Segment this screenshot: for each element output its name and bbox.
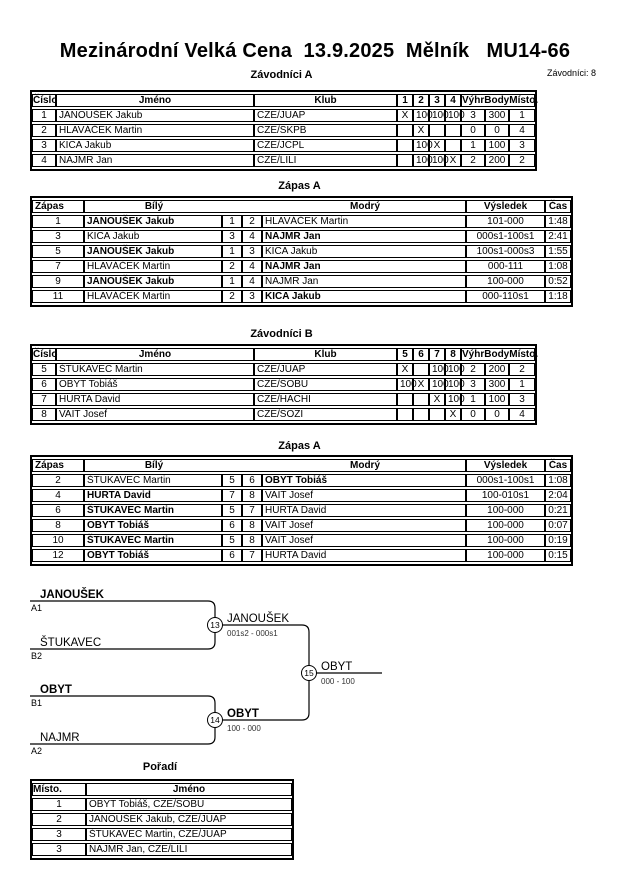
bracket-slot-b1-name: OBYT bbox=[40, 684, 72, 696]
table-row: 2 ŠTUKAVEC Martin 5 6 OBYT Tobiáš 000s1-… bbox=[32, 474, 571, 487]
col-header-vysledek: Výsledek bbox=[466, 200, 545, 213]
bracket-line-final bbox=[222, 624, 310, 721]
col-header-klub: Klub bbox=[254, 94, 397, 107]
table-row: 2 HLAVÁČEK Martin CZE/SKPB X 0 0 4 bbox=[32, 124, 536, 137]
col-header-2: 2 bbox=[413, 94, 429, 107]
section-title-group-a: Závodníci A bbox=[250, 69, 313, 81]
header-row: Zápas Bílý Modrý Výsledek Čas bbox=[32, 459, 571, 472]
col-header-jmeno: Jméno bbox=[56, 94, 254, 107]
col-header-zapas: Zápas bbox=[32, 200, 84, 213]
col-header-zapas: Zápas bbox=[32, 459, 84, 472]
col-header-6: 6 bbox=[413, 348, 429, 361]
match-13-circle bbox=[207, 617, 223, 633]
col-header-vysledek: Výsledek bbox=[466, 459, 545, 472]
match-14-number: 14 bbox=[210, 715, 220, 725]
col-header-misto: Místo. bbox=[32, 783, 86, 796]
match-14-circle bbox=[207, 712, 223, 728]
table-row: 2 JANOUŠEK Jakub, CZE/JUAP bbox=[32, 813, 292, 826]
bracket-slot-a1-name: JANOUŠEK bbox=[40, 588, 105, 601]
col-header-vyhr: Výhr bbox=[462, 349, 485, 360]
col-header-1: 1 bbox=[397, 94, 413, 107]
col-header-7: 7 bbox=[429, 348, 445, 361]
bracket-slot-b1-seed: B1 bbox=[31, 698, 42, 708]
col-header-cas: Čas bbox=[545, 200, 571, 213]
match-15-number: 15 bbox=[304, 668, 314, 678]
final-bracket: 13 14 15 JANOUŠEK A1 ŠTUKAVEC B2 OBYT B1… bbox=[30, 588, 382, 756]
table-row: 7 HURTA David CZE/HACHI X 100 1 100 3 bbox=[32, 393, 536, 406]
col-header-misto: Místo. bbox=[509, 349, 539, 360]
section-title-matches-a: Zápas A bbox=[278, 180, 321, 192]
section-title-matches-b: Zápas A bbox=[278, 440, 321, 452]
match-15-circle bbox=[301, 665, 317, 681]
match-13-winner: JANOUŠEK bbox=[227, 612, 289, 625]
match-15-score: 000 - 100 bbox=[321, 677, 355, 686]
matches-b-table: Zápas Bílý Modrý Výsledek Čas 2 ŠTUKAVEC… bbox=[30, 455, 573, 566]
bracket-slot-b2-seed: B2 bbox=[31, 651, 42, 661]
col-header-3: 3 bbox=[429, 94, 445, 107]
group-a-table: Číslo Jméno Klub 1 2 3 4 VýhrBodyMísto. … bbox=[30, 90, 539, 171]
bracket-slot-a2-name: NAJMR bbox=[40, 732, 80, 744]
header-row: Místo. Jméno bbox=[32, 783, 292, 796]
col-header-bily: Bílý bbox=[144, 460, 164, 471]
col-header-body: Body bbox=[484, 349, 510, 360]
col-header-jmeno: Jméno bbox=[86, 783, 292, 796]
matches-a-table: Zápas Bílý Modrý Výsledek Čas 1 JANOUŠEK… bbox=[30, 196, 573, 307]
table-row: 4 NAJMR Jan CZE/LILI 100 100 X 2 200 2 bbox=[32, 154, 536, 167]
bracket-slot-a1-seed: A1 bbox=[31, 603, 42, 613]
col-header-modry: Modrý bbox=[350, 460, 380, 471]
col-header-cislo: Číslo bbox=[32, 94, 58, 107]
col-header-body: Body bbox=[484, 95, 510, 106]
table-row: 11 HLAVÁČEK Martin 2 3 KICA Jakub 000-11… bbox=[32, 290, 571, 303]
section-title-group-b: Závodníci B bbox=[250, 328, 313, 340]
col-header-modry: Modrý bbox=[350, 201, 380, 212]
col-header-4: 4 bbox=[445, 94, 461, 107]
competitors-count: Závodníci: 8 bbox=[546, 68, 596, 78]
match-13-score: 001s2 - 000s1 bbox=[227, 629, 278, 638]
match-14-score: 100 - 000 bbox=[227, 724, 261, 733]
table-row: 10 ŠTUKAVEC Martin 5 8 VAIT Josef 100-00… bbox=[32, 534, 571, 547]
table-row: 3 NAJMR Jan, CZE/LILI bbox=[32, 843, 292, 856]
table-row: 5 ŠTUKAVEC Martin CZE/JUAP X 100 100 2 2… bbox=[32, 363, 536, 376]
table-row: 8 OBYT Tobiáš 6 8 VAIT Josef 100-000 0:0… bbox=[32, 519, 571, 532]
col-header-bily-modry: Bílý Modrý bbox=[84, 200, 466, 213]
col-header-vyhr-body-misto: VýhrBodyMísto. bbox=[461, 348, 539, 361]
match-15-winner: OBYT bbox=[321, 661, 352, 673]
col-header-cas: Čas bbox=[545, 459, 571, 472]
col-header-vyhr-body-misto: VýhrBodyMísto. bbox=[461, 94, 539, 107]
table-row: 1 JANOUŠEK Jakub CZE/JUAP X 100 100 100 … bbox=[32, 109, 536, 122]
table-row: 9 JANOUŠEK Jakub 1 4 NAJMR Jan 100-000 0… bbox=[32, 275, 571, 288]
col-header-cislo: Číslo bbox=[32, 348, 58, 361]
table-row: 4 HURTA David 7 8 VAIT Josef 100-010s1 2… bbox=[32, 489, 571, 502]
col-header-vyhr: Výhr bbox=[462, 95, 485, 106]
table-row: 1 OBYT Tobiáš, CZE/SOBU bbox=[32, 798, 292, 811]
bracket-slot-a2-seed: A2 bbox=[31, 746, 42, 756]
table-row: 12 OBYT Tobiáš 6 7 HURTA David 100-000 0… bbox=[32, 549, 571, 562]
table-row: 3 ŠTUKAVEC Martin, CZE/JUAP bbox=[32, 828, 292, 841]
page-title: Mezinárodní Velká Cena 13.9.2025 Mělník … bbox=[59, 40, 571, 62]
col-header-bily: Bílý bbox=[144, 201, 164, 212]
col-header-bily-modry: Bílý Modrý bbox=[84, 459, 466, 472]
col-header-klub: Klub bbox=[254, 348, 397, 361]
match-13-number: 13 bbox=[210, 620, 220, 630]
section-title-standings: Pořadí bbox=[142, 761, 178, 773]
standings-table: Místo. Jméno 1 OBYT Tobiáš, CZE/SOBU 2 J… bbox=[30, 779, 294, 860]
table-row: 6 OBYT Tobiáš CZE/SOBU 100 X 100 100 3 3… bbox=[32, 378, 536, 391]
col-header-5: 5 bbox=[397, 348, 413, 361]
table-row: 1 JANOUŠEK Jakub 1 2 HLAVÁČEK Martin 101… bbox=[32, 215, 571, 228]
table-row: 3 KICA Jakub 3 4 NAJMR Jan 000s1-100s1 2… bbox=[32, 230, 571, 243]
group-b-table: Číslo Jméno Klub 5 6 7 8 VýhrBodyMísto. … bbox=[30, 344, 539, 425]
table-row: 6 ŠTUKAVEC Martin 5 7 HURTA David 100-00… bbox=[32, 504, 571, 517]
match-14-winner: OBYT bbox=[227, 708, 259, 720]
bracket-slot-b2-name: ŠTUKAVEC bbox=[40, 636, 101, 649]
table-row: 8 VAIT Josef CZE/SOZI X 0 0 4 bbox=[32, 408, 536, 421]
table-row: 5 JANOUŠEK Jakub 1 3 KICA Jakub 100s1-00… bbox=[32, 245, 571, 258]
col-header-jmeno: Jméno bbox=[56, 348, 254, 361]
col-header-misto: Místo. bbox=[509, 95, 539, 106]
header-row: Číslo Jméno Klub 1 2 3 4 VýhrBodyMísto. bbox=[32, 94, 539, 107]
header-row: Číslo Jméno Klub 5 6 7 8 VýhrBodyMísto. bbox=[32, 348, 539, 361]
header-row: Zápas Bílý Modrý Výsledek Čas bbox=[32, 200, 571, 213]
col-header-8: 8 bbox=[445, 348, 461, 361]
table-row: 7 HLAVÁČEK Martin 2 4 NAJMR Jan 000-111 … bbox=[32, 260, 571, 273]
table-row: 3 KICA Jakub CZE/JCPL 100 X 1 100 3 bbox=[32, 139, 536, 152]
